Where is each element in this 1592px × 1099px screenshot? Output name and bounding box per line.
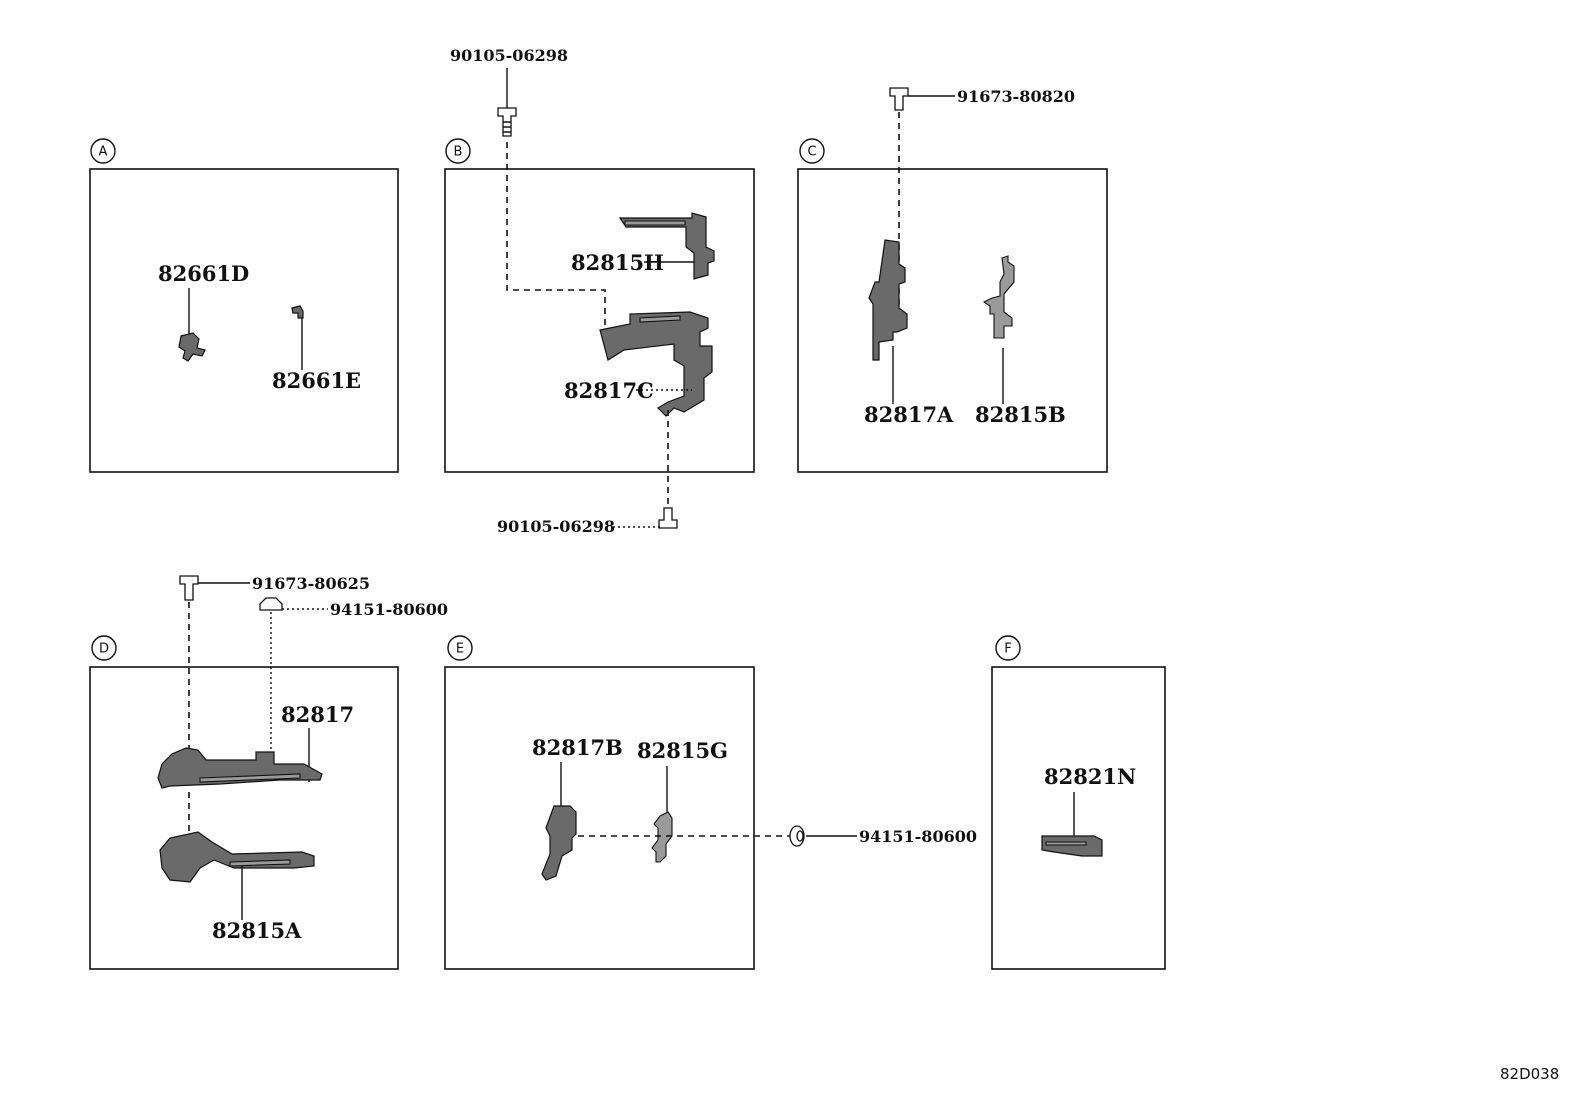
part-label-82817[interactable]: 82817 — [281, 702, 354, 727]
section-e: E 82817B 82815G 94151-80600 — [444, 635, 977, 970]
part-label-82661e[interactable]: 82661E — [272, 368, 361, 393]
bolt-icon — [179, 575, 199, 601]
section-e-letter: E — [456, 642, 464, 657]
part-82815a-shape[interactable] — [159, 831, 315, 883]
part-label-82817c[interactable]: 82817C — [564, 378, 654, 403]
section-a: A 82661D 82661E — [89, 138, 399, 473]
section-c-marker — [799, 138, 825, 164]
part-label-82815g[interactable]: 82815G — [637, 738, 728, 763]
section-b-letter: B — [454, 145, 463, 160]
fastener-label-c-top[interactable]: 91673-80820 — [957, 87, 1075, 106]
fastener-label-e-nut[interactable]: 94151-80600 — [859, 827, 977, 846]
section-f-marker — [995, 635, 1021, 661]
part-82817c-shape[interactable] — [599, 311, 713, 417]
section-d-panel — [89, 666, 399, 970]
section-b-marker — [445, 138, 471, 164]
section-d-letter: D — [99, 642, 109, 657]
section-a-panel — [89, 168, 399, 473]
bolt-icon — [658, 507, 678, 529]
part-82821n-shape[interactable] — [1041, 835, 1103, 857]
section-c-letter: C — [807, 145, 816, 160]
part-82661d-shape[interactable] — [178, 332, 206, 362]
part-82817a-shape[interactable] — [868, 239, 908, 361]
part-label-82815b[interactable]: 82815B — [975, 402, 1066, 427]
section-f: F 82821N — [991, 635, 1166, 970]
nut-icon — [259, 597, 283, 611]
part-label-82661d[interactable]: 82661D — [158, 261, 249, 286]
section-d-marker — [91, 635, 117, 661]
section-e-panel — [444, 666, 755, 970]
bolt-icon — [889, 87, 909, 111]
section-d: 91673-80625 94151-80600 D 82817 82815A — [89, 574, 448, 970]
bolt-icon — [497, 107, 517, 137]
section-a-marker — [90, 138, 116, 164]
part-82815b-shape[interactable] — [982, 255, 1015, 339]
fastener-label-b-bottom[interactable]: 90105-06298 — [497, 517, 615, 536]
part-82815g-shape[interactable] — [651, 811, 673, 863]
part-82661e-shape[interactable] — [291, 305, 304, 319]
part-82817-shape[interactable] — [157, 747, 323, 789]
part-label-82817a[interactable]: 82817A — [864, 402, 954, 427]
section-e-marker — [447, 635, 473, 661]
section-c-panel — [797, 168, 1108, 473]
fastener-label-d-bolt[interactable]: 91673-80625 — [252, 574, 370, 593]
fastener-label-b-top[interactable]: 90105-06298 — [450, 46, 568, 65]
diagram-code: 82D038 — [1500, 1065, 1559, 1083]
section-f-letter: F — [1004, 642, 1011, 657]
section-f-panel — [991, 666, 1166, 970]
section-b: 90105-06298 B 82815H 82817C 90105-06298 — [444, 46, 755, 536]
part-82817b-shape[interactable] — [541, 805, 577, 881]
fastener-label-d-nut[interactable]: 94151-80600 — [330, 600, 448, 619]
part-label-82821n[interactable]: 82821N — [1044, 764, 1136, 789]
section-c: 91673-80820 C 82817A 82815B — [797, 87, 1108, 473]
part-label-82815a[interactable]: 82815A — [212, 918, 302, 943]
part-82815h-shape[interactable] — [618, 212, 715, 280]
nut-icon — [789, 825, 805, 847]
section-a-letter: A — [99, 145, 108, 160]
section-b-panel — [444, 168, 755, 473]
part-label-82817b[interactable]: 82817B — [532, 735, 623, 760]
